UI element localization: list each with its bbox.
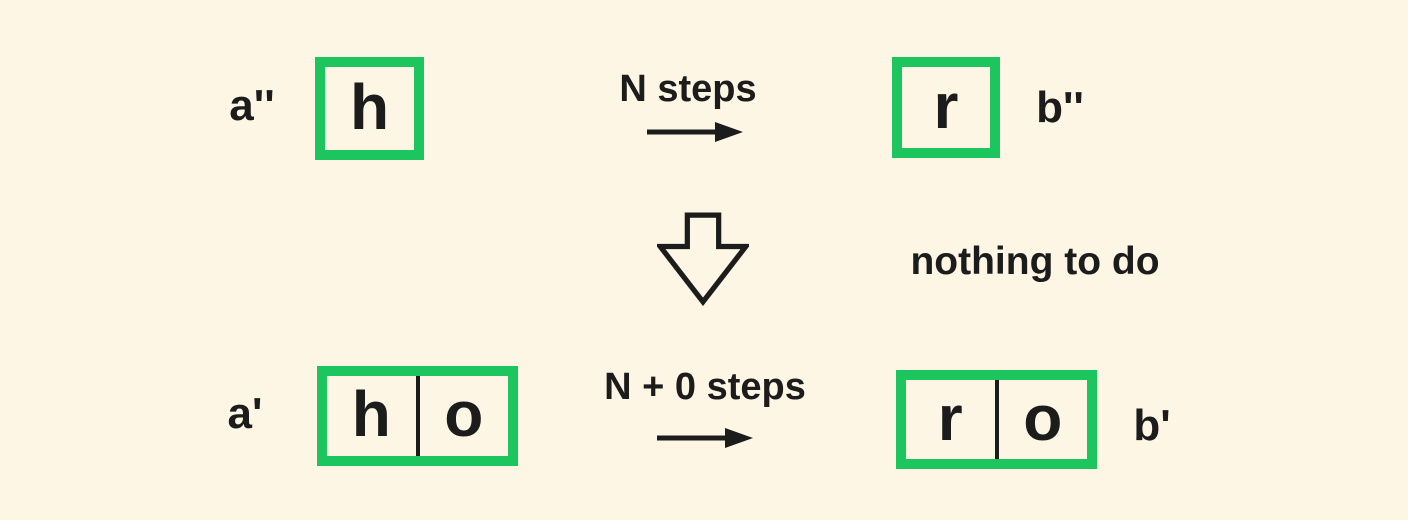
state-cell-o: o	[1023, 381, 1063, 454]
state-box-r: r	[892, 57, 1000, 158]
state-box-ro: r o	[896, 370, 1097, 469]
state-box-h: h	[315, 57, 424, 160]
right-arrow-icon	[657, 428, 753, 448]
cell-divider	[994, 380, 999, 459]
transition-label-top: N steps	[619, 68, 757, 110]
state-cell-h: h	[351, 378, 391, 450]
label-b-double-prime: b''	[1036, 83, 1084, 132]
label-a-prime: a'	[227, 389, 263, 438]
down-arrow-icon	[657, 212, 749, 306]
label-b-prime: b'	[1133, 401, 1171, 450]
state-letter-r: r	[933, 69, 959, 142]
state-letter-h: h	[349, 70, 390, 143]
note-nothing-to-do: nothing to do	[910, 240, 1160, 283]
label-a-double-prime: a''	[229, 81, 275, 130]
transition-label-bottom: N + 0 steps	[604, 366, 806, 408]
cell-divider	[415, 376, 420, 456]
state-cell-o: o	[444, 378, 484, 450]
right-arrow-icon	[647, 122, 743, 142]
state-cell-r: r	[937, 381, 963, 454]
state-box-ho: h o	[317, 366, 518, 466]
